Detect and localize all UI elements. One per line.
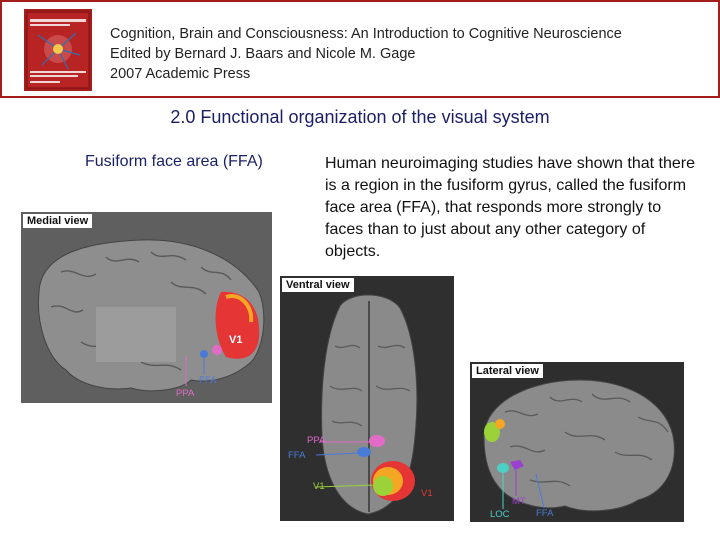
book-publisher: 2007 Academic Press	[110, 64, 622, 84]
medial-view-title: Medial view	[23, 214, 92, 228]
section-heading: Fusiform face area (FFA)	[85, 153, 263, 171]
ventral-ffa-label: FFA	[288, 450, 305, 461]
ventral-view-title: Ventral view	[282, 278, 354, 292]
ventral-v1-right-label: V1	[421, 488, 433, 499]
ventral-view-figure: Ventral view PPA FFA V1 V1	[280, 276, 454, 521]
ventral-v1-left-label: V1	[313, 481, 325, 492]
lateral-ffa-label: FFA	[536, 508, 553, 519]
section-body-text: Human neuroimaging studies have shown th…	[325, 153, 703, 263]
book-citation: Cognition, Brain and Consciousness: An I…	[110, 24, 622, 84]
medial-v1-label: V1	[229, 334, 242, 346]
lateral-loc-label: LOC	[490, 509, 510, 520]
medial-ppa-label: PPA	[176, 388, 194, 399]
medial-ffa-label: FFA	[199, 375, 216, 386]
lateral-view-title: Lateral view	[472, 364, 543, 378]
lateral-view-figure: Lateral view LOC MT FFA	[470, 362, 684, 522]
slide-title: 2.0 Functional organization of the visua…	[0, 107, 720, 128]
medial-view-figure: Medial view V1 FFA PPA	[21, 212, 272, 403]
book-editors: Edited by Bernard J. Baars and Nicole M.…	[110, 44, 622, 64]
lateral-mt-label: MT	[512, 496, 526, 507]
ventral-ppa-label: PPA	[307, 435, 325, 446]
book-cover-image	[24, 9, 92, 91]
book-title: Cognition, Brain and Consciousness: An I…	[110, 24, 622, 44]
header-banner: Cognition, Brain and Consciousness: An I…	[0, 0, 720, 98]
